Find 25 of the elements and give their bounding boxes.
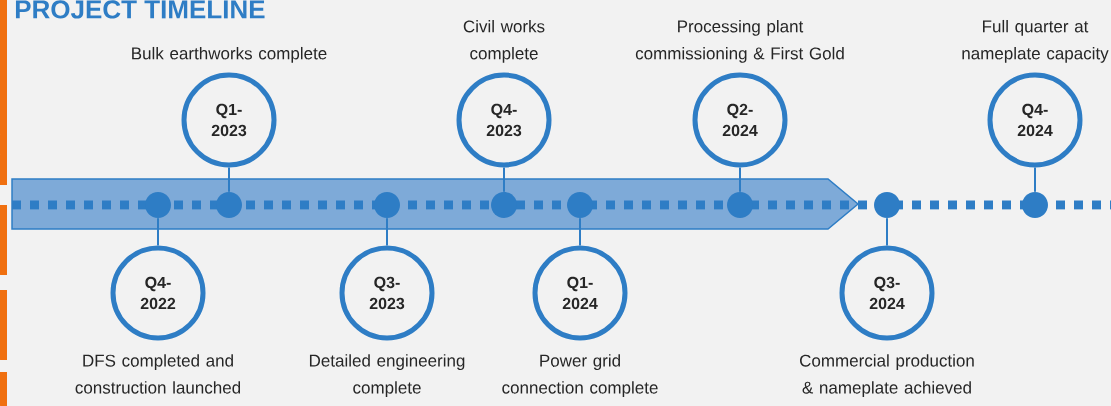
- milestone-description: Detailed engineering complete: [309, 354, 465, 398]
- timeline-dot: [216, 192, 242, 218]
- timeline-dot: [491, 192, 517, 218]
- connector-line: [739, 166, 741, 193]
- connector-line: [1034, 166, 1036, 193]
- connector-line: [157, 217, 159, 247]
- timeline-dot: [567, 192, 593, 218]
- milestone-description: Power grid connection complete: [502, 354, 658, 398]
- timeline-dot: [145, 192, 171, 218]
- timeline-dot: [1022, 192, 1048, 218]
- connector-line: [228, 166, 230, 193]
- milestone-description: Processing plant commissioning & First Gold: [635, 19, 844, 63]
- timeline-dot: [727, 192, 753, 218]
- milestone-description: Bulk earthworks complete: [132, 46, 327, 63]
- milestone-description: DFS completed and construction launched: [75, 354, 241, 394]
- milestone-description: Civil works complete: [463, 19, 545, 63]
- title: PROJECT TIMELINE: [15, 0, 265, 19]
- timeline-dot: [874, 192, 900, 218]
- connector-line: [503, 166, 505, 193]
- connector-line: [579, 217, 581, 247]
- timeline-dot: [374, 192, 400, 218]
- milestone-description: Commercial production & nameplate achieved: [800, 354, 974, 398]
- connector-line: [886, 217, 888, 247]
- connector-line: [386, 217, 388, 247]
- milestone-description: Full quarter at nameplate capacity: [962, 19, 1109, 63]
